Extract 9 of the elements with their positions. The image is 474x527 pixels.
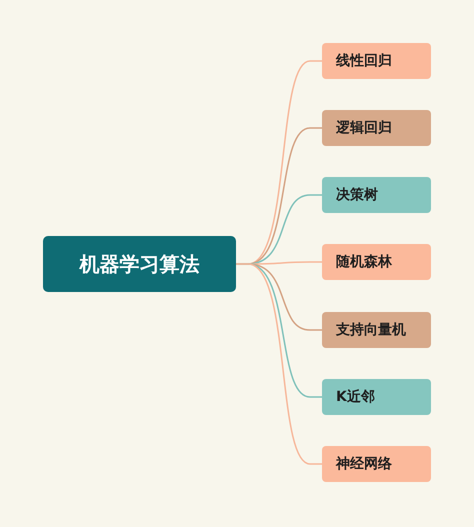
connector-line (236, 263, 322, 465)
root-topic: 机器学习算法 (43, 236, 236, 292)
branch-topic: 神经网络 (322, 446, 431, 482)
branch-topic: 随机森林 (322, 244, 431, 280)
branch-topic: 决策树 (322, 177, 431, 213)
branch-topic: 线性回归 (322, 43, 431, 79)
branch-topic: K近邻 (322, 379, 431, 415)
branch-topic: 支持向量机 (322, 312, 431, 348)
branch-topic: 逻辑回归 (322, 110, 431, 146)
